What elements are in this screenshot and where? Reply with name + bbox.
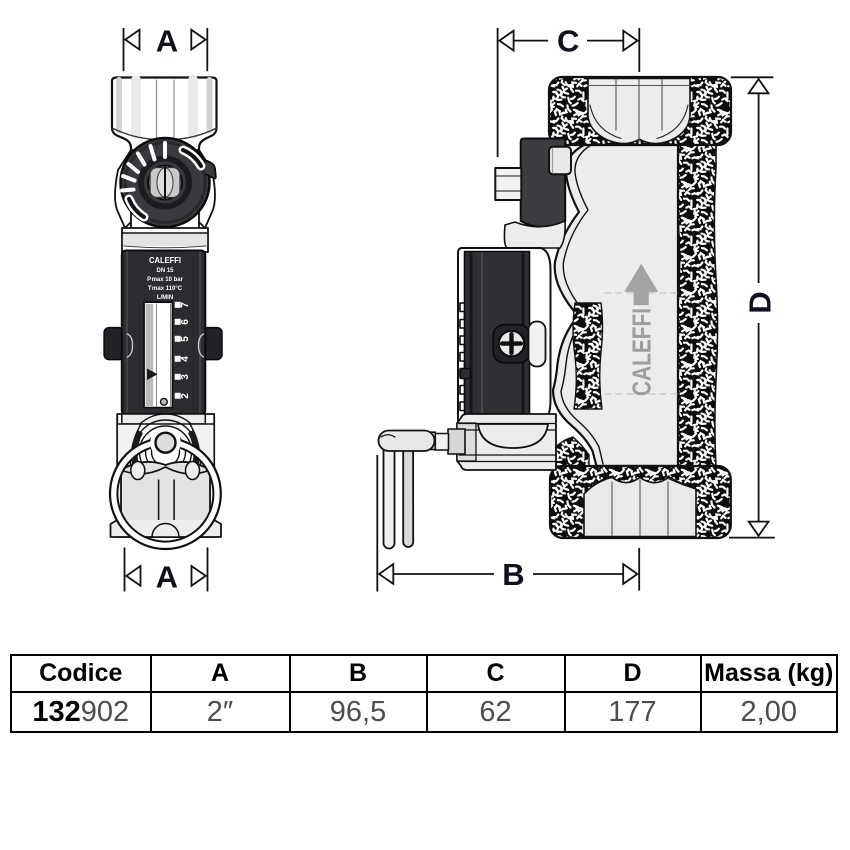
svg-text:7: 7 bbox=[180, 302, 191, 308]
svg-text:C: C bbox=[557, 24, 579, 59]
svg-text:B: B bbox=[502, 557, 524, 592]
svg-text:6: 6 bbox=[180, 319, 191, 325]
svg-text:A: A bbox=[156, 560, 178, 595]
svg-text:P max 10 bar: P max 10 bar bbox=[147, 277, 184, 283]
svg-text:2: 2 bbox=[180, 393, 191, 399]
svg-text:3: 3 bbox=[180, 374, 191, 380]
svg-text:CALEFFI: CALEFFI bbox=[149, 255, 181, 265]
svg-text:4: 4 bbox=[180, 356, 191, 362]
svg-text:A: A bbox=[156, 24, 178, 59]
svg-text:L/MIN: L/MIN bbox=[157, 295, 173, 301]
svg-text:CALEFFI: CALEFFI bbox=[627, 308, 657, 396]
svg-text:5: 5 bbox=[180, 336, 191, 342]
svg-text:T max 110°C: T max 110°C bbox=[148, 286, 183, 292]
svg-text:D: D bbox=[743, 291, 778, 313]
svg-text:DN 15: DN 15 bbox=[156, 268, 174, 274]
